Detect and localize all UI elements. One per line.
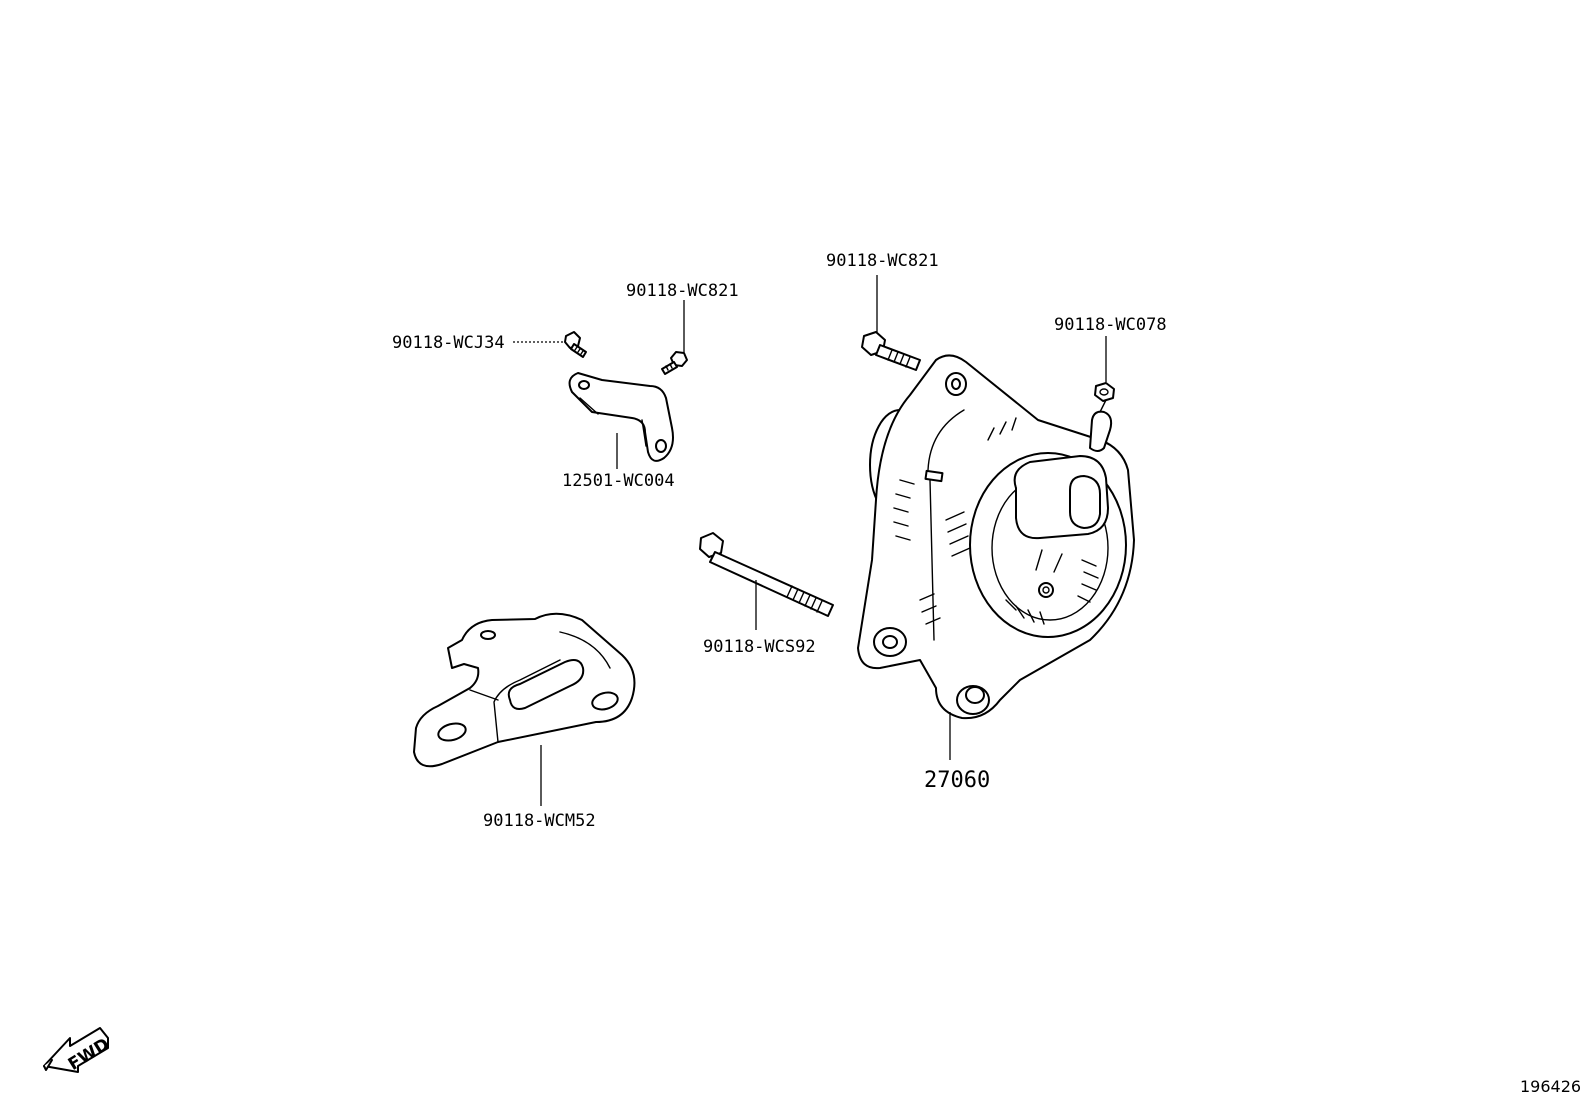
bolt-wcj34 <box>564 331 587 358</box>
callout-12501-wc004: 12501-WC004 <box>562 471 675 491</box>
callout-90118-wc821-large: 90118-WC821 <box>826 251 939 271</box>
fwd-arrow-icon: FWD <box>43 1027 113 1075</box>
callout-90118-wcm52: 90118-WCM52 <box>483 811 596 831</box>
callout-90118-wc078: 90118-WC078 <box>1054 315 1167 335</box>
bracket-wcm52 <box>413 612 636 768</box>
figure-number: 196426 <box>1520 1077 1581 1096</box>
callout-90118-wcj34: 90118-WCJ34 <box>392 333 505 353</box>
callout-90118-wcs92: 90118-WCS92 <box>703 637 816 657</box>
alternator-vents <box>893 417 1099 625</box>
callout-27060: 27060 <box>924 768 990 793</box>
bolt-wcs92 <box>699 532 834 617</box>
bolt-wc821-large <box>861 331 921 371</box>
callout-90118-wc821-small: 90118-WC821 <box>626 281 739 301</box>
nut-wc078 <box>1094 382 1115 402</box>
bolt-wc821-small <box>661 351 688 375</box>
alternator-27060 <box>857 354 1135 720</box>
bracket-wc004 <box>568 372 674 462</box>
